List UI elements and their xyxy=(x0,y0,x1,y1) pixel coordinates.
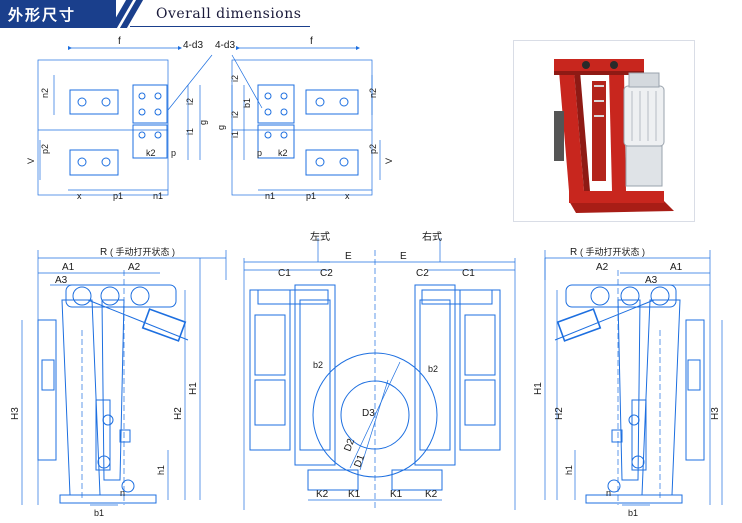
label-x-right: x xyxy=(345,191,350,201)
label-V-left: V xyxy=(26,158,36,164)
label-k2-left: k2 xyxy=(146,148,156,158)
label-A1-right: A1 xyxy=(670,262,683,273)
label-n1-right: n1 xyxy=(265,191,275,201)
label-p-left: p xyxy=(171,148,176,158)
plan-view-right xyxy=(231,45,381,196)
label-f-right: f xyxy=(310,36,313,47)
label-i1-right: i1 xyxy=(230,131,240,138)
label-A2-left: A2 xyxy=(128,262,141,273)
label-E-right: E xyxy=(400,251,407,262)
label-H2-right: H2 xyxy=(554,407,565,420)
label-p-right: p xyxy=(257,148,262,158)
label-p1-left: p1 xyxy=(113,191,123,201)
header-underline xyxy=(130,26,310,27)
label-C1-right: C1 xyxy=(462,268,475,279)
title-chinese: 外形尺寸 xyxy=(8,6,77,24)
label-D3: D3 xyxy=(362,408,375,419)
label-n1-left: n1 xyxy=(153,191,163,201)
label-V-right: V xyxy=(384,158,394,164)
label-k2-right: k2 xyxy=(278,148,288,158)
side-view-right xyxy=(544,250,723,506)
label-R-note-right: ( 手动打开状态 ) xyxy=(580,246,645,257)
label-right-type: 右式 xyxy=(422,230,442,243)
label-R-right: R xyxy=(570,247,577,258)
label-p1-right: p1 xyxy=(306,191,316,201)
label-A3-left: A3 xyxy=(55,275,68,286)
plan-view-left xyxy=(37,45,213,196)
label-p2-right: p2 xyxy=(368,144,378,154)
brake-photo xyxy=(513,40,695,222)
label-H1-left: H1 xyxy=(188,382,199,395)
label-left-type: 左式 xyxy=(310,230,330,243)
label-n-right: n xyxy=(606,488,611,498)
label-i1-left: i1 xyxy=(185,128,195,135)
label-x-left: x xyxy=(77,191,82,201)
label-A2-right: A2 xyxy=(596,262,609,273)
title-cn-box: 外形尺寸 xyxy=(0,0,116,28)
label-C2-left: C2 xyxy=(320,268,333,279)
label-i2-right: i2 xyxy=(230,111,240,118)
label-K2-left: K2 xyxy=(316,489,329,500)
label-K2-right: K2 xyxy=(425,489,438,500)
label-H3-left: H3 xyxy=(10,407,21,420)
label-n2-right: n2 xyxy=(368,88,378,98)
label-C2-right: C2 xyxy=(416,268,429,279)
label-H1-right: H1 xyxy=(533,382,544,395)
label-p2-left: p2 xyxy=(40,144,50,154)
label-4d3-right: 4-d3 xyxy=(215,40,235,51)
front-view xyxy=(243,238,516,510)
label-h1-left: h1 xyxy=(156,465,166,475)
label-g-right: g xyxy=(216,125,226,130)
label-n-left: n xyxy=(120,488,125,498)
label-b1-left: b1 xyxy=(94,508,104,518)
header-bar: 外形尺寸 Overall dimensions xyxy=(0,0,742,30)
label-K1-right: K1 xyxy=(390,489,403,500)
label-H2-left: H2 xyxy=(173,407,184,420)
label-R-left: R xyxy=(100,247,107,258)
label-K1-left: K1 xyxy=(348,489,361,500)
label-R-note-left: ( 手动打开状态 ) xyxy=(110,246,175,257)
label-f-left: f xyxy=(118,36,121,47)
label-h1-right: h1 xyxy=(564,465,574,475)
brake-photo-illustration xyxy=(554,59,674,213)
title-english: Overall dimensions xyxy=(156,6,302,22)
label-b2-left: b2 xyxy=(313,360,323,370)
side-view-left xyxy=(21,250,227,506)
label-n2-left: n2 xyxy=(40,88,50,98)
label-H3-right: H3 xyxy=(710,407,721,420)
label-C1-left: C1 xyxy=(278,268,291,279)
label-b2-right: b2 xyxy=(428,364,438,374)
label-b1-right: b1 xyxy=(628,508,638,518)
label-i-right: i2 xyxy=(230,75,240,82)
label-b1-right: b1 xyxy=(242,98,252,108)
label-D1: D1 xyxy=(352,453,367,469)
label-D2: D2 xyxy=(342,437,357,453)
label-i2-left: i2 xyxy=(185,98,195,105)
label-4d3-left: 4-d3 xyxy=(183,40,203,51)
label-g-left: g xyxy=(198,120,208,125)
label-A1-left: A1 xyxy=(62,262,75,273)
label-A3-right: A3 xyxy=(645,275,658,286)
label-E-left: E xyxy=(345,251,352,262)
